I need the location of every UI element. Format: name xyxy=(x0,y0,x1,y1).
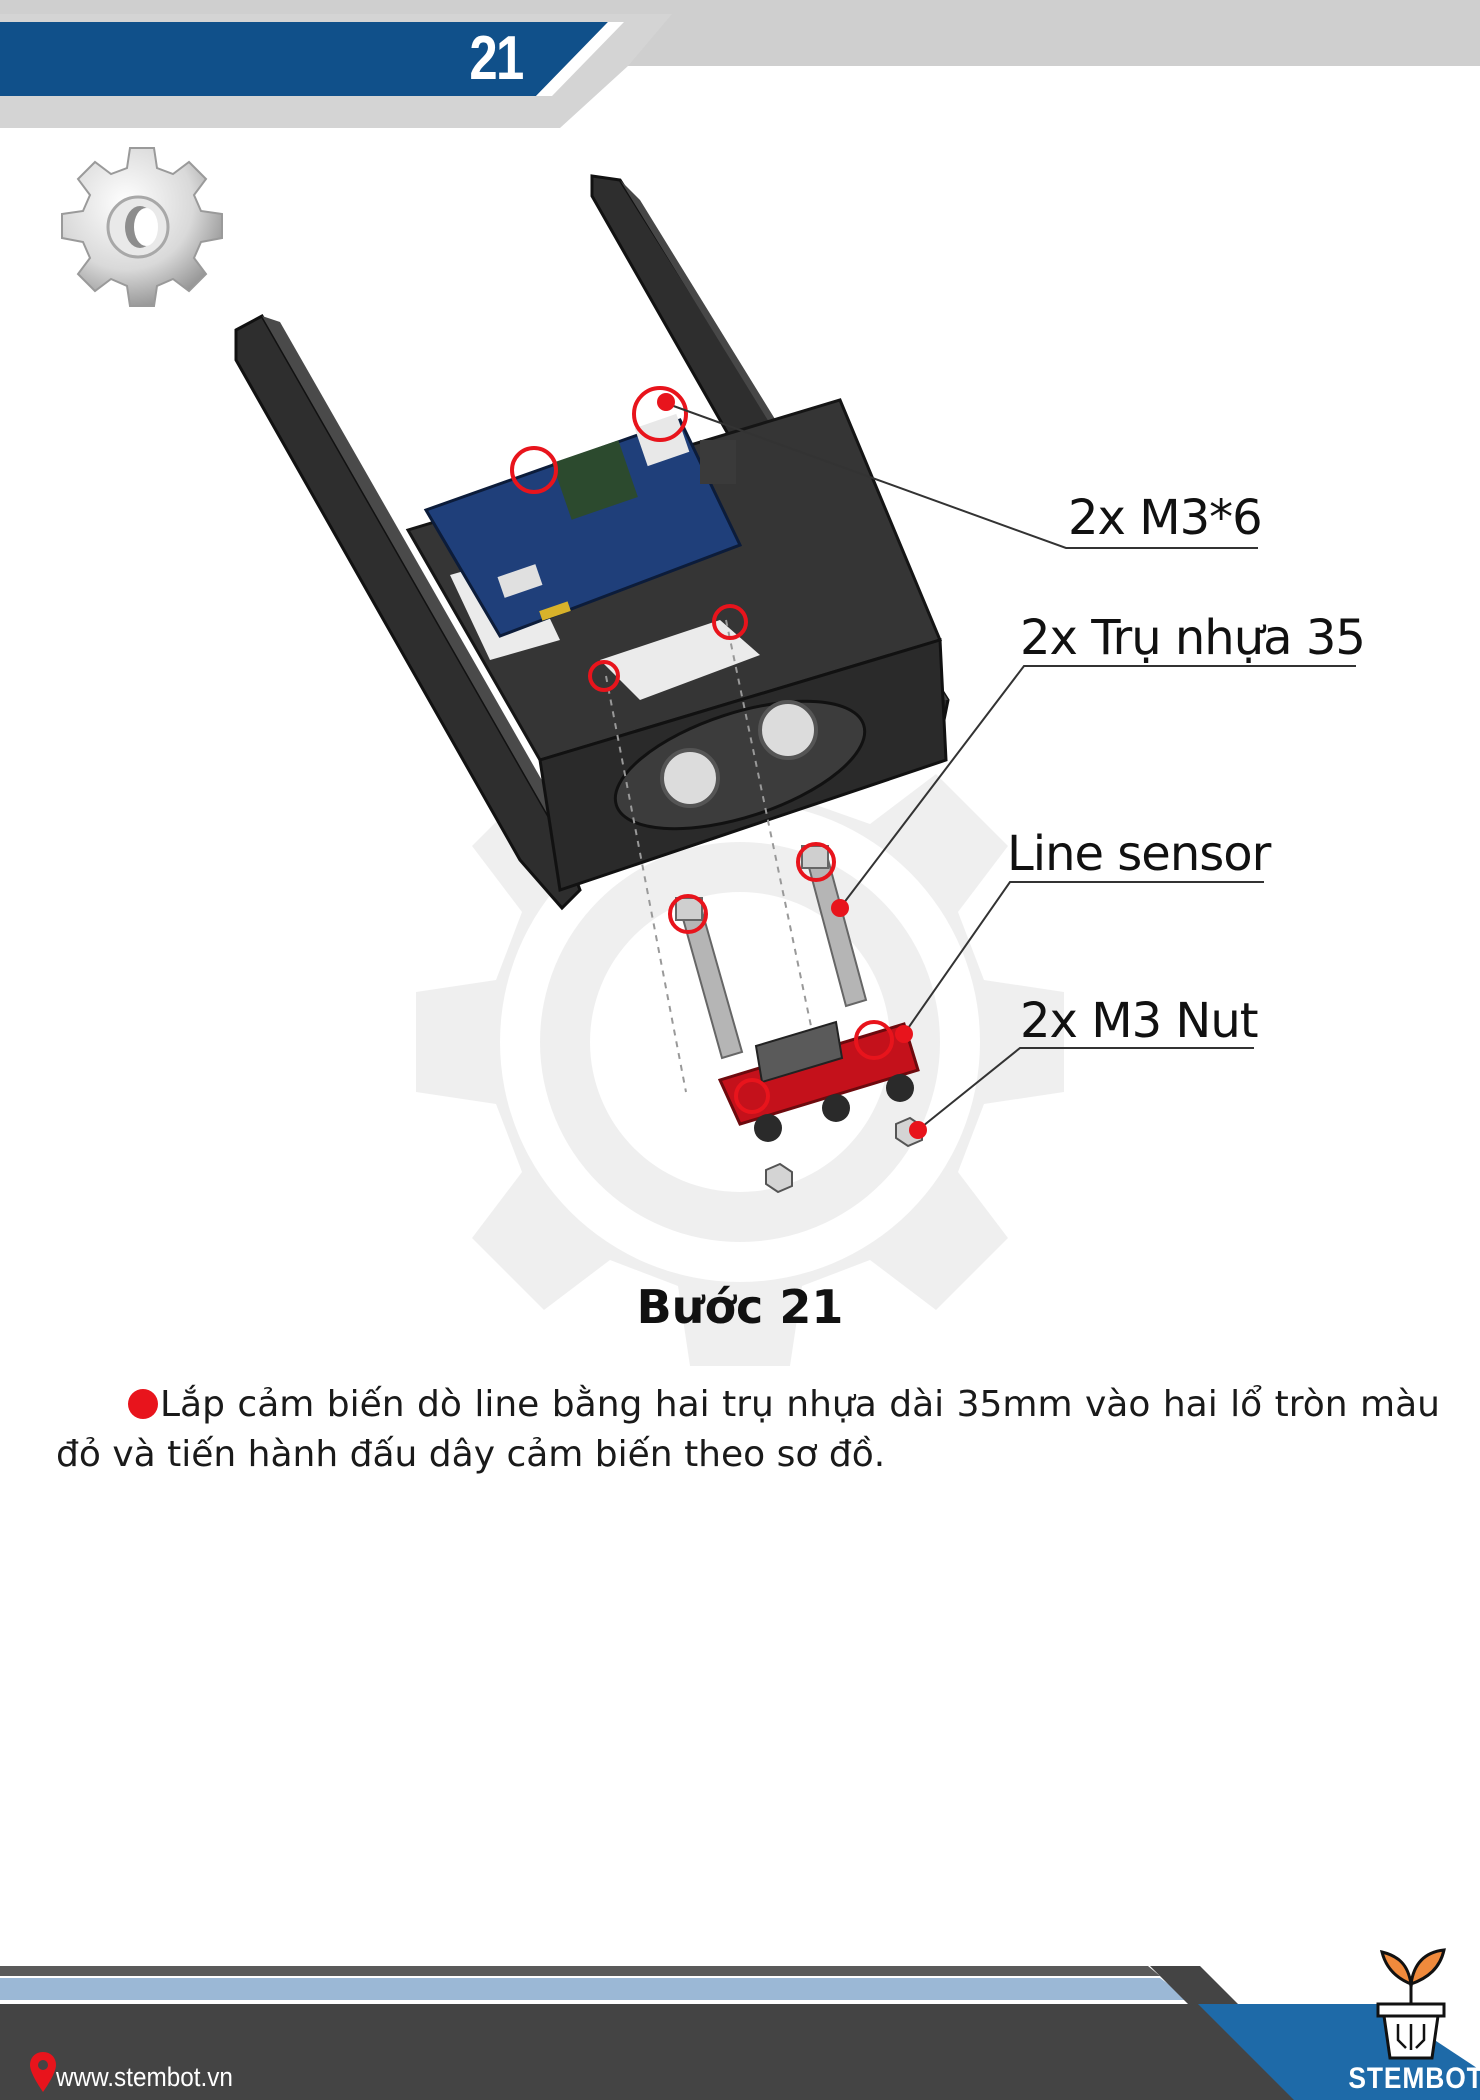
nut-bottom xyxy=(765,1162,793,1194)
callout-standoff-label: 2x Trụ nhựa 35 xyxy=(1020,610,1366,666)
assembly-diagram xyxy=(234,174,1356,1194)
step-instructions: Lắp cảm biến dò line bằng hai trụ nhựa d… xyxy=(56,1380,1440,1480)
brand-name: STEMBOT xyxy=(1348,2062,1480,2095)
plant-pot-logo-icon xyxy=(1376,1948,1446,2060)
page-number: 21 xyxy=(469,24,524,93)
step-title: Bước 21 xyxy=(636,1280,844,1334)
ultrasonic-eye-left xyxy=(660,748,720,808)
callout-nut-label: 2x M3 Nut xyxy=(1020,993,1259,1049)
callout-sensor-label: Line sensor xyxy=(1007,826,1271,882)
map-pin-icon xyxy=(30,2052,56,2092)
callout-screw-label: 2x M3*6 xyxy=(1068,490,1263,546)
bullet-dot-icon xyxy=(128,1389,158,1419)
step-body-text: Lắp cảm biến dò line bằng hai trụ nhựa d… xyxy=(56,1384,1440,1475)
ultrasonic-eye-right xyxy=(758,700,818,760)
standoff-right xyxy=(801,845,868,1008)
header-band xyxy=(0,0,1480,128)
standoff-left xyxy=(675,897,744,1060)
website-link[interactable]: www.stembot.vn xyxy=(56,2062,233,2092)
gear-icon xyxy=(61,147,223,307)
